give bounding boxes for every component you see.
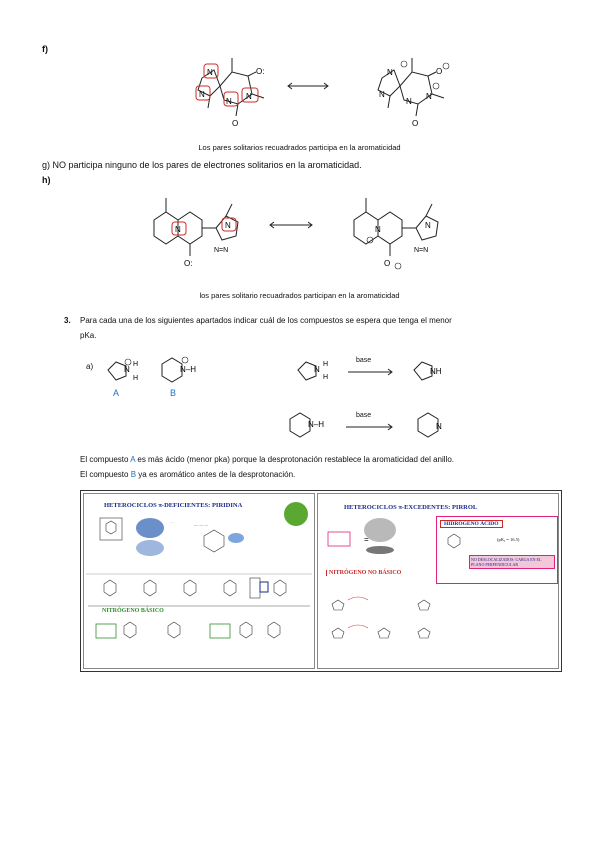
item-h-label: h) (42, 175, 51, 185)
structure-f-resonance: N N N N O: O N N N N O O (195, 58, 450, 128)
svg-text:N: N (406, 97, 412, 106)
svg-text:N: N (375, 225, 381, 234)
svg-text:N: N (124, 365, 130, 374)
svg-text:N: N (207, 68, 213, 77)
svg-text:N: N (436, 422, 442, 431)
reaction-pyrrolium: N H H NH (297, 361, 442, 381)
svg-text:N: N (426, 92, 432, 101)
acidic-h-box: HIDRÓGENO ÁCIDO (pKₐ = 16.5) NO DESLOCAL… (436, 516, 558, 584)
svg-text:N: N (425, 221, 431, 230)
f-box-3 (241, 87, 259, 103)
item-f-label: f) (42, 44, 48, 54)
svg-text:NH: NH (430, 367, 442, 376)
panel-right-subtitle: NITRÓGENO NO BÁSICO (326, 570, 401, 576)
answer-text: El compuesto A es más ácido (menor pka) … (80, 452, 580, 482)
svg-text:O: O (412, 119, 418, 128)
svg-text:N: N (314, 365, 320, 374)
svg-text:N–H: N–H (180, 365, 196, 374)
panel-left-subtitle: NITRÓGENO BÁSICO (102, 608, 164, 614)
f-box-1 (203, 63, 219, 79)
svg-text:N: N (175, 225, 181, 234)
svg-text:N: N (246, 92, 252, 101)
svg-text:N: N (199, 90, 205, 99)
arrow-label-1: base (356, 357, 372, 364)
item-g: g) NO participa ninguno de los pares de … (42, 160, 362, 170)
svg-text:— — —: — — — (194, 522, 208, 527)
svg-text:N: N (225, 221, 231, 230)
svg-text:N: N (226, 97, 232, 106)
q3-number: 3. (64, 316, 71, 325)
pyrrolium-ring (107, 361, 127, 381)
svg-text:N=N: N=N (414, 247, 428, 254)
panel-pirrol: HETEROCICLOS π-EXCEDENTES: PIRROL HIDRÓG… (317, 493, 559, 669)
q3-text-line1: Para cada una de los siguientes apartado… (80, 316, 452, 325)
pka-value: (pKₐ = 16.5) (497, 537, 520, 542)
box-no-deslocalizados: NO DESLOCALIZADOS: CARGA EN EL PLANO PER… (469, 555, 555, 569)
svg-text:O:: O: (184, 259, 192, 268)
f-box-4 (223, 91, 239, 107)
answer-letter-a: A (130, 455, 136, 464)
reaction-pyridinium: N–H N (289, 412, 442, 438)
svg-text:H: H (323, 361, 328, 368)
h-left-ring-2 (177, 211, 203, 245)
green-blob-icon (284, 502, 308, 526)
svg-text:···: ··· (170, 521, 174, 525)
svg-text:N: N (387, 68, 393, 77)
panel-piridina: HETEROCICLOS π-DEFICIENTES: PIRIDINA ···… (83, 493, 315, 669)
svg-text:N–H: N–H (308, 420, 324, 429)
pyridinium-ring (161, 357, 183, 383)
svg-text:H: H (133, 361, 138, 368)
label-b: B (170, 388, 177, 398)
q3-text-line2: pKa. (80, 331, 97, 340)
svg-text:N=N: N=N (214, 247, 228, 254)
svg-text:=: = (364, 535, 369, 544)
svg-text:H: H (133, 375, 138, 382)
h-box-2 (221, 217, 237, 232)
answer-letter-b: B (130, 470, 137, 479)
q3-part-a: a) (86, 362, 94, 371)
svg-text:N: N (379, 90, 385, 99)
arrow-label-2: base (356, 412, 372, 419)
svg-text:O: O (436, 67, 442, 76)
structure-h-resonance: N N O: N=N N N O N=N (153, 198, 439, 270)
answer-line2: El compuesto B ya es aromático antes de … (80, 470, 296, 479)
box-hidrogeno: HIDRÓGENO ÁCIDO (440, 520, 503, 528)
slide-image: HETEROCICLOS π-DEFICIENTES: PIRIDINA ···… (80, 490, 562, 672)
svg-text:O:: O: (256, 67, 264, 76)
panel-right-title: HETEROCICLOS π-EXCEDENTES: PIRROL (344, 504, 478, 511)
label-a: A (113, 388, 120, 398)
q3-text: Para cada una de los siguientes apartado… (80, 313, 560, 343)
h-box-1 (171, 221, 187, 236)
compounds-a-b: N H H N–H (107, 356, 196, 383)
svg-text:H: H (323, 374, 328, 381)
caption-f: Los pares solitarios recuadrados partici… (198, 143, 401, 152)
svg-text:O: O (384, 259, 390, 268)
f-left-imidazole (197, 69, 221, 97)
panel-left-title: HETEROCICLOS π-DEFICIENTES: PIRIDINA (104, 502, 243, 509)
answer-line1: El compuesto A es más ácido (menor pka) … (80, 455, 454, 464)
caption-h: los pares solitario recuadrados particip… (199, 291, 400, 300)
svg-text:O: O (232, 119, 238, 128)
f-box-2 (195, 85, 211, 101)
